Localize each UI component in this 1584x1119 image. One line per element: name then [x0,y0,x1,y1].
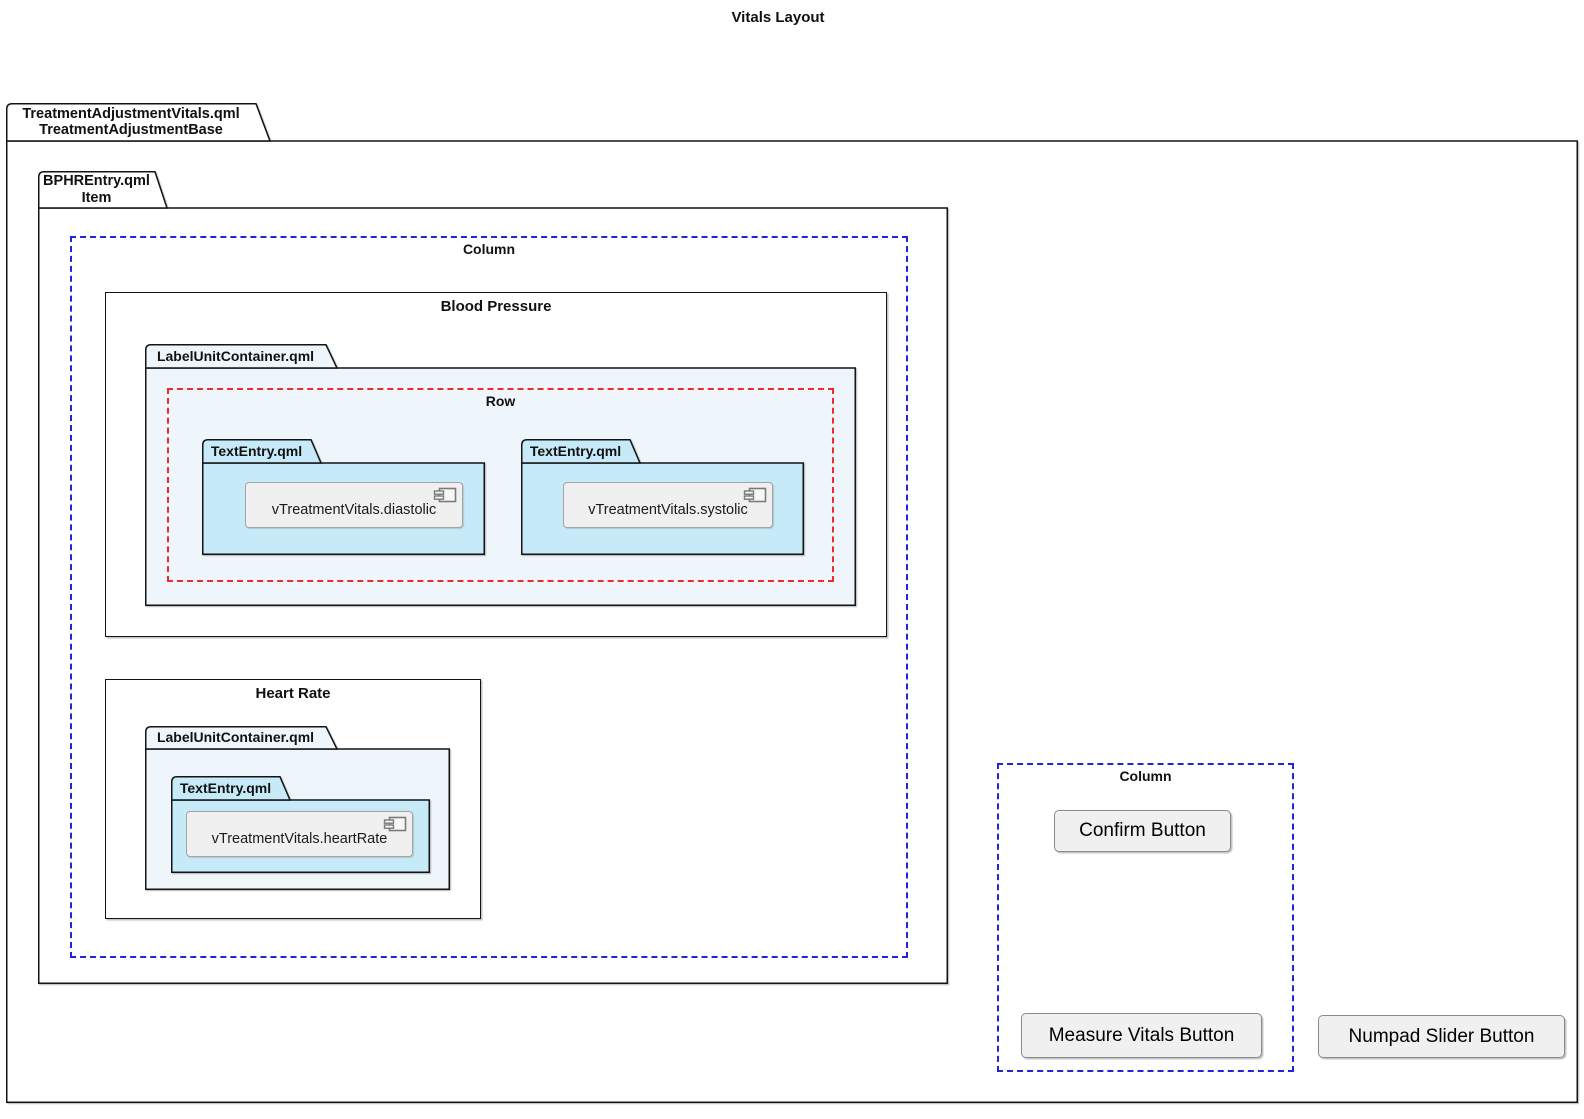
blood-pressure-group: Blood Pressure LabelUnitContainer.qml Ro… [105,292,887,637]
folder-tab: TextEntry.qml [521,439,630,463]
folder-label-unit-container-bp: LabelUnitContainer.qml Row TextEntry.qml [145,344,856,606]
component-icon [383,816,407,832]
folder-file-name: LabelUnitContainer.qml [156,347,315,364]
row-layout-frame: Row TextEntry.qml vTreatmentVitals.diast… [167,388,834,582]
folder-file-name: TextEntry.qml [529,442,622,459]
blood-pressure-title: Blood Pressure [440,298,552,315]
component-icon [433,487,457,503]
heart-rate-title: Heart Rate [255,685,331,702]
folder-tab: TextEntry.qml [202,439,311,463]
folder-text-entry-diastolic: TextEntry.qml vTreatmentVitals.diastolic [202,439,485,555]
folder-tab: TreatmentAdjustmentVitals.qml TreatmentA… [6,103,256,141]
component-label: vTreatmentVitals.systolic [588,501,748,518]
folder-base-name: Item [81,189,112,206]
component-systolic: vTreatmentVitals.systolic [563,482,773,528]
button-column-frame: Column Confirm Button Measure Vitals But… [997,763,1294,1072]
component-diastolic: vTreatmentVitals.diastolic [245,482,463,528]
row-layout-label: Row [485,393,516,409]
folder-file-name: LabelUnitContainer.qml [156,729,315,746]
folder-file-name: BPHREntry.qml [43,173,150,189]
folder-base-name: TreatmentAdjustmentBase [39,122,223,138]
folder-tab: TextEntry.qml [171,776,280,800]
folder-file-name: TextEntry.qml [210,442,303,459]
measure-vitals-button-label: Measure Vitals Button [1048,1024,1235,1046]
folder-tab: LabelUnitContainer.qml [145,726,326,749]
component-heart-rate: vTreatmentVitals.heartRate [186,811,413,857]
component-label: vTreatmentVitals.diastolic [271,501,437,518]
folder-bphr-entry: BPHREntry.qml Item Column Blood Pressure… [38,171,948,984]
component-icon [743,487,767,503]
folder-text-entry-systolic: TextEntry.qml vTreatmentVitals.systolic [521,439,804,555]
numpad-slider-button-label: Numpad Slider Button [1348,1025,1535,1047]
folder-label-unit-container-hr: LabelUnitContainer.qml TextEntry.qml vTr… [145,726,450,890]
measure-vitals-button: Measure Vitals Button [1021,1013,1262,1058]
folder-tab: LabelUnitContainer.qml [145,344,326,368]
folder-file-name: TreatmentAdjustmentVitals.qml [22,105,240,122]
heart-rate-group: Heart Rate LabelUnitContainer.qml TextEn… [105,679,481,919]
folder-treatment-adjustment-vitals: TreatmentAdjustmentVitals.qml TreatmentA… [6,103,1578,1103]
button-column-label: Column [1119,768,1172,784]
folder-text-entry-heart-rate: TextEntry.qml vTreatmentVitals.heartRate [171,776,430,873]
diagram-title: Vitals Layout [731,9,825,26]
component-label: vTreatmentVitals.heartRate [211,830,388,847]
folder-file-name: TextEntry.qml [179,779,272,796]
column-layout-label: Column [462,241,516,257]
folder-tab: BPHREntry.qml Item [38,171,155,208]
confirm-button-label: Confirm Button [1079,820,1206,841]
column-layout-frame: Column Blood Pressure LabelUnitContainer… [70,236,908,958]
numpad-slider-button: Numpad Slider Button [1318,1015,1565,1058]
confirm-button: Confirm Button [1054,810,1231,852]
